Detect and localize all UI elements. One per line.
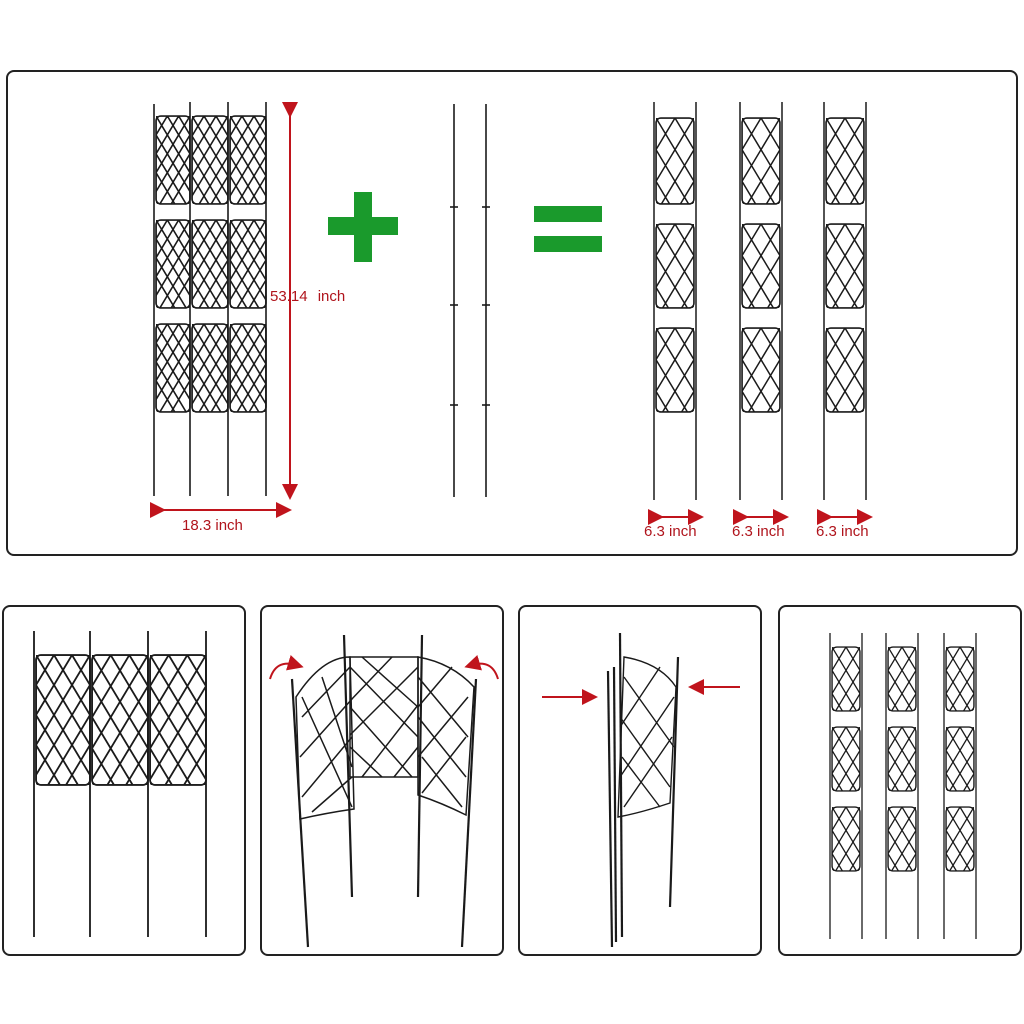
height-value: 53.14 (270, 288, 308, 305)
height-unit: inch (317, 288, 346, 305)
press-together-drawing (542, 632, 740, 948)
three-columns-drawing (829, 633, 977, 939)
extra-poles (450, 104, 490, 497)
flat-trellis-drawing (33, 631, 207, 937)
height-label: 53.14 inch (270, 288, 345, 305)
inward-arrows-icon (542, 679, 740, 705)
step-three-columns (778, 605, 1022, 956)
trellis-full (153, 102, 267, 496)
step-fold-sides (260, 605, 504, 956)
section-width-label-2: 6.3 inch (732, 523, 785, 540)
assembly-overview-panel: 53.14 inch 18.3 inch 6.3 inch 6.3 inch 6… (6, 70, 1018, 556)
rotate-arrows-icon (269, 655, 499, 680)
step-press-together (518, 605, 762, 956)
assembly-overview-drawing (150, 102, 873, 525)
section-width-label-3: 6.3 inch (816, 523, 869, 540)
fold-sides-drawing (269, 634, 499, 948)
plus-icon (328, 192, 398, 262)
step-flat-trellis (2, 605, 246, 956)
trellis-columns (653, 102, 867, 500)
equals-icon (534, 206, 602, 252)
width-label: 18.3 inch (182, 517, 243, 534)
section-width-label-1: 6.3 inch (644, 523, 697, 540)
